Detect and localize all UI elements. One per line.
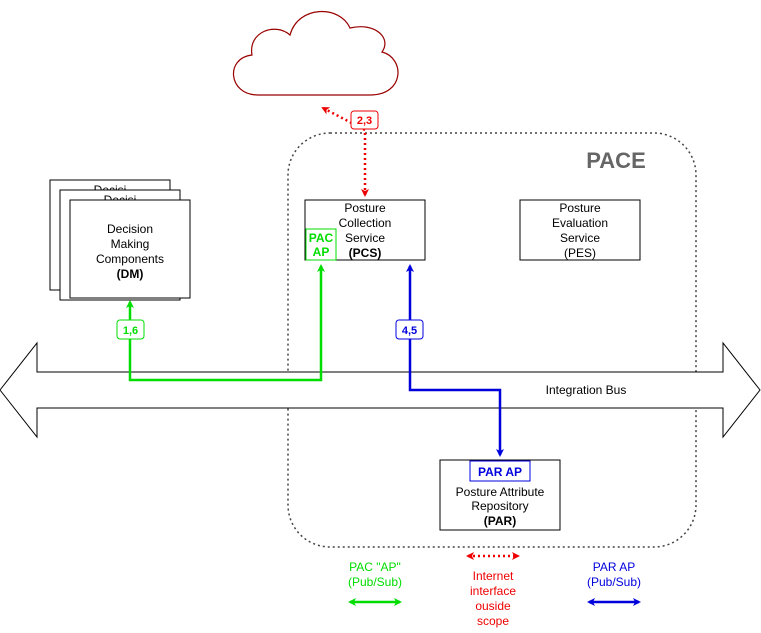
par-flow-line xyxy=(406,264,504,457)
internet-steps-badge xyxy=(350,110,379,130)
pac-ap-line1: PAC xyxy=(309,231,334,245)
pcs-line2: Collection xyxy=(339,216,392,230)
legend-internet-line3: ouside xyxy=(475,599,511,613)
integration-bus xyxy=(0,341,761,439)
par-ap-box xyxy=(469,460,531,482)
pac-flow-line xyxy=(126,264,325,382)
legend-internet-line2: interface xyxy=(470,584,516,598)
pcs-line1: Posture xyxy=(344,201,386,215)
cloud-shape xyxy=(233,11,399,96)
pace-boundary xyxy=(287,132,697,548)
legend-pac-line2: (Pub/Sub) xyxy=(348,575,402,589)
integration-bus-label: Integration Bus xyxy=(546,383,627,397)
legend-par-line1: PAR AP xyxy=(593,560,635,574)
par-abbr: (PAR) xyxy=(484,514,516,528)
legend-internet-line4: scope xyxy=(477,614,509,628)
par-steps-badge xyxy=(395,319,424,340)
par-steps-label: 4,5 xyxy=(402,325,417,337)
legend-par-line2: (Pub/Sub) xyxy=(587,575,641,589)
internet-flow-line xyxy=(321,106,369,197)
pac-steps-badge xyxy=(116,319,145,340)
pes-line1: Posture xyxy=(559,201,601,215)
dm-line2: Making xyxy=(111,237,150,251)
pes-line2: Evaluation xyxy=(552,216,608,230)
dm-abbr: (DM) xyxy=(117,267,144,281)
pes-abbr: (PES) xyxy=(564,246,596,260)
pace-title: PACE xyxy=(586,148,646,173)
pac-ap-box xyxy=(305,228,337,261)
par-ap-label: PAR AP xyxy=(478,465,522,479)
pes-line3: Service xyxy=(560,231,600,245)
pcs-abbr: (PCS) xyxy=(349,246,382,260)
dm-line3: Components xyxy=(96,252,164,266)
pac-ap-line2: AP xyxy=(313,245,330,259)
legend-pac-line1: PAC "AP" xyxy=(349,560,401,574)
par-line2: Repository xyxy=(471,499,528,513)
par-line1: Posture Attribute xyxy=(456,485,545,499)
pac-steps-label: 1,6 xyxy=(123,325,138,337)
pes-box xyxy=(519,199,641,261)
internet-steps-label: 2,3 xyxy=(357,115,372,127)
pcs-line3: Service xyxy=(345,231,385,245)
legend-internet-line1: Internet xyxy=(473,569,514,583)
dm-line1: Decision xyxy=(107,222,153,236)
